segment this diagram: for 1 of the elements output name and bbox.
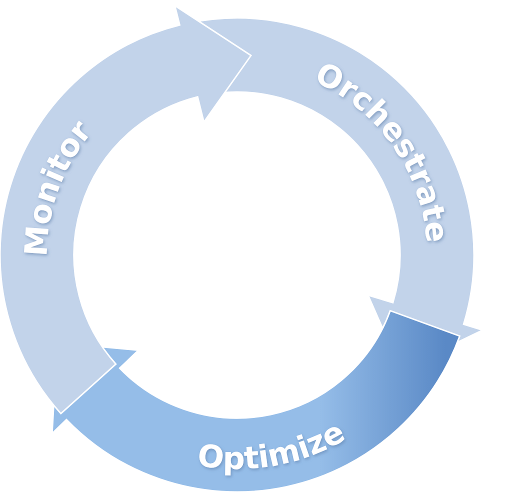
arrow-label: Optimize <box>195 414 351 478</box>
